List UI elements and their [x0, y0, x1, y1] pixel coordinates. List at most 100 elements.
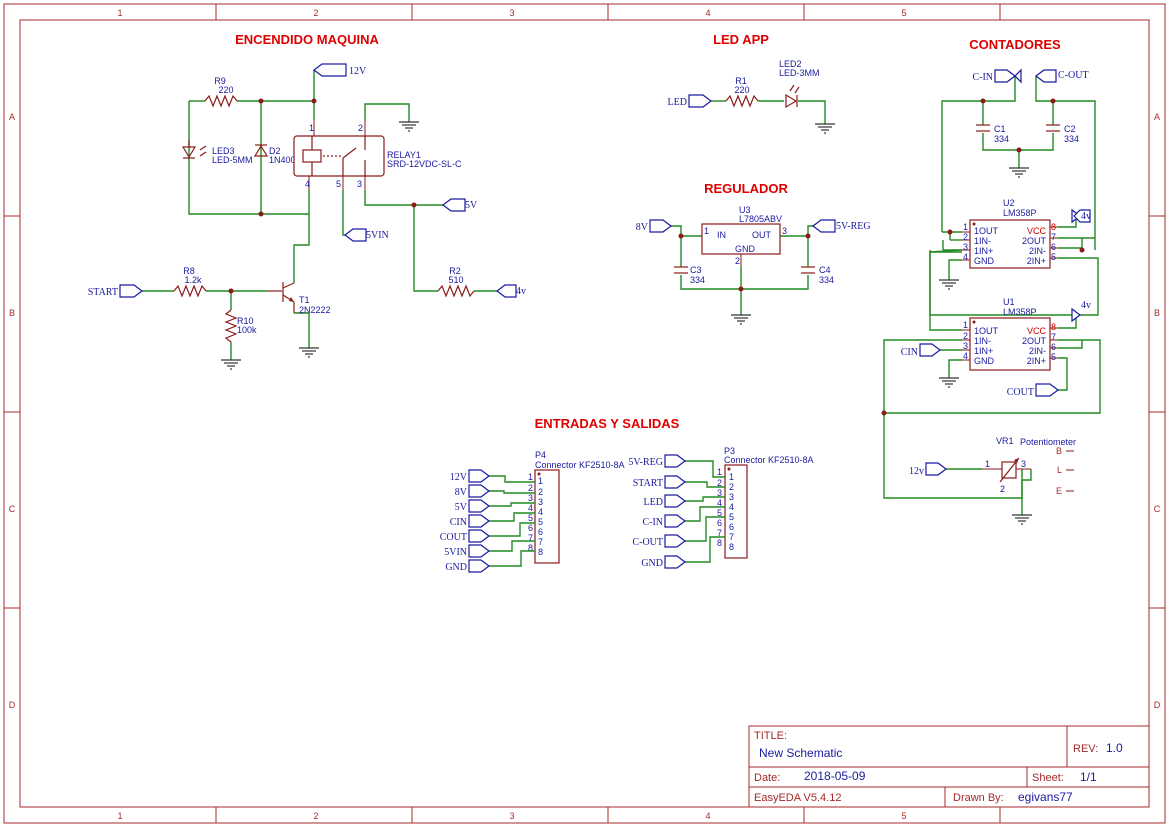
netlabel-cout: COUT: [1007, 383, 1059, 398]
p4-ref: P4: [535, 450, 546, 460]
p4-pin-num: 7: [528, 533, 533, 543]
net-label: C-IN: [972, 72, 993, 83]
resistor-r2: R2 510: [437, 266, 475, 298]
net-label: COUT: [440, 532, 467, 543]
net-label: C-IN: [642, 517, 663, 528]
u2-pin-label: 1IN-: [974, 236, 991, 246]
net-label: LED: [644, 497, 663, 508]
p4-pin-label: 4: [538, 507, 543, 517]
p3-pin-label: 2: [729, 482, 734, 492]
net-label: START: [633, 478, 663, 489]
relay1-ref: RELAY1: [387, 150, 421, 160]
netlabel-12v-vr: 12v: [909, 462, 947, 477]
rev-label: REV:: [1073, 743, 1098, 755]
row-label: B: [1154, 308, 1160, 318]
r8-ref: R8: [183, 266, 195, 276]
c4-value: 334: [819, 275, 834, 285]
encendido-junctions: [228, 98, 417, 294]
date-label: Date:: [754, 772, 780, 784]
d2-ref: D2: [269, 146, 281, 156]
relay-pin-num: 1: [309, 123, 314, 133]
p3-pin-label: 8: [729, 542, 734, 552]
col-label: 2: [313, 811, 318, 821]
p4-pin-label: 8: [538, 547, 543, 557]
section-title-led-app: LED APP: [713, 32, 769, 47]
col-label: 1: [117, 811, 122, 821]
net-label: GND: [445, 562, 467, 573]
p4-pin-label: 7: [538, 537, 543, 547]
p3-pin-num: 8: [717, 538, 722, 548]
p3-pin-num: 2: [717, 478, 722, 488]
c1-ref: C1: [994, 124, 1006, 134]
col-label: 2: [313, 8, 318, 18]
row-label: D: [9, 700, 16, 710]
netlabel-led: LED: [668, 94, 712, 108]
net-label: CIN: [901, 347, 918, 358]
u2-ref: U2: [1003, 198, 1015, 208]
p3-netlabels: 5V-REG START LED C-IN C-OUT GND: [628, 454, 686, 569]
col-label: 5: [901, 8, 906, 18]
net-label: 5V: [455, 502, 468, 513]
net-label: COUT: [1007, 387, 1034, 398]
relay-pin-num: 4: [305, 179, 310, 189]
p3-pin-label: 1: [729, 472, 734, 482]
c1-value: 334: [994, 134, 1009, 144]
section-title-entradas: ENTRADAS Y SALIDAS: [535, 416, 680, 431]
u2-pin-num: 4: [963, 252, 968, 262]
u3-pin-out: OUT: [752, 230, 772, 240]
u1-pin-label: 2IN+: [1027, 356, 1046, 366]
vr-side-label: L: [1057, 465, 1062, 475]
net-label: 5V-REG: [836, 221, 871, 232]
u2-pin-label: 2OUT: [1022, 236, 1047, 246]
net-label: 8V: [636, 222, 649, 233]
p3-wires: [685, 460, 725, 563]
u2-pin-num: 5: [1051, 252, 1056, 262]
netlabel-5v-reg: 5V-REG: [812, 219, 871, 233]
border-col-labels-top: 1 2 3 4 5: [117, 8, 906, 18]
net-label: 4v: [1081, 300, 1091, 311]
p4-pin-label: 1: [538, 476, 543, 486]
netlabel-c-in: C-IN: [972, 68, 1022, 84]
relay1-value: SRD-12VDC-SL-C: [387, 159, 462, 169]
led2-ref: LED2: [779, 59, 802, 69]
u3-pin-num: 1: [704, 226, 709, 236]
r2-value: 510: [448, 275, 463, 285]
transistor-t1: T1 2N2222: [268, 282, 331, 315]
vr1-pin-num: 2: [1000, 484, 1005, 494]
connector-p4: P4 Connector KF2510-8A 1 2 3 4 5 6 7 8 1…: [528, 450, 625, 564]
netlabel-cin: CIN: [901, 343, 941, 358]
drawn-by-label: Drawn By:: [953, 792, 1004, 804]
p3-pin-label: 4: [729, 502, 734, 512]
col-label: 1: [117, 8, 122, 18]
gnd-symbol-caps: [1009, 167, 1029, 178]
c3-value: 334: [690, 275, 705, 285]
u1-pin-num: 2: [963, 331, 968, 341]
netlabel-5vin: 5VIN: [344, 228, 389, 242]
title-label: TITLE:: [754, 730, 787, 742]
relay-relay1: 1 2 4 5 3 RELAY1 SRD-12VDC-SL-C: [293, 120, 462, 190]
row-label: A: [9, 112, 15, 122]
p4-pin-num: 4: [528, 503, 533, 513]
p3-pin-num: 3: [717, 488, 722, 498]
led2-value: LED-3MM: [779, 68, 820, 78]
net-label: 5VIN: [444, 547, 467, 558]
u1-ref: U1: [1003, 297, 1015, 307]
u1-value: LM358P: [1003, 307, 1037, 317]
u1-pin-num: 3: [963, 341, 968, 351]
gnd-symbol-relay: [399, 121, 419, 132]
relay-pin-num: 5: [336, 179, 341, 189]
u1-pin-label: 2OUT: [1022, 336, 1047, 346]
section-title-regulador: REGULADOR: [704, 181, 788, 196]
regulator-u3: U3 L7805ABV IN OUT GND 1 3 2: [701, 205, 787, 266]
relay-pin-num: 2: [358, 123, 363, 133]
u2-pin-label: 2IN+: [1027, 256, 1046, 266]
date-value: 2018-05-09: [804, 769, 866, 783]
led3-value: LED-5MM: [212, 155, 253, 165]
opamp-u2: U2 LM358P 1OUT 1IN- 1IN+ GND VCC 2OUT 2I…: [962, 198, 1058, 269]
sheet-value: 1/1: [1080, 770, 1097, 784]
drawn-by-value: egivans77: [1018, 790, 1073, 804]
net-label: 12v: [909, 466, 924, 477]
u2-pin-num: 2: [963, 232, 968, 242]
u2-pin-num: 3: [963, 242, 968, 252]
row-label: C: [9, 504, 16, 514]
